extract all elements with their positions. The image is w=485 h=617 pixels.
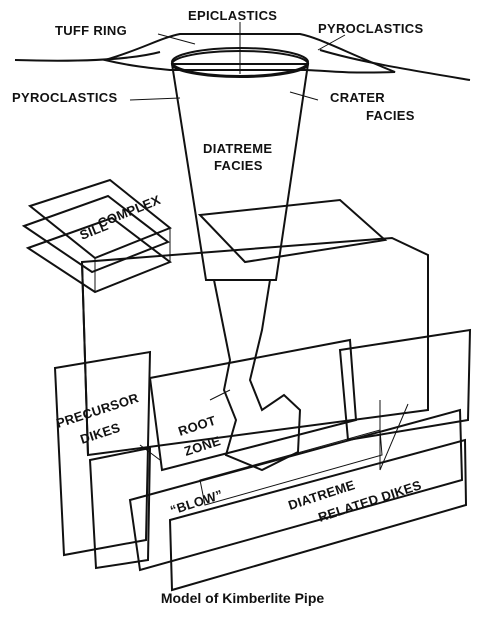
- root-zone-panel: [150, 340, 356, 470]
- label-crater: CRATER: [330, 90, 385, 105]
- label-tuff-ring: TUFF RING: [55, 23, 127, 38]
- label-dikes: DIKES: [78, 420, 122, 447]
- label-pyroclastics-left: PYROCLASTICS: [12, 90, 117, 105]
- diatreme-pipe: [172, 51, 308, 470]
- label-diatreme-facies: FACIES: [214, 158, 263, 173]
- horizontal-slab: [200, 200, 385, 262]
- label-epiclastics: EPICLASTICS: [188, 8, 277, 23]
- label-pyroclastics-right: PYROCLASTICS: [318, 21, 423, 36]
- label-diatreme: DIATREME: [203, 141, 272, 156]
- label-crater-facies: FACIES: [366, 108, 415, 123]
- country-rock-block: [82, 238, 428, 455]
- label-precursor: PRECURSOR: [54, 390, 140, 431]
- diatreme-related-dikes: [130, 330, 470, 590]
- figure-caption: Model of Kimberlite Pipe: [0, 590, 485, 606]
